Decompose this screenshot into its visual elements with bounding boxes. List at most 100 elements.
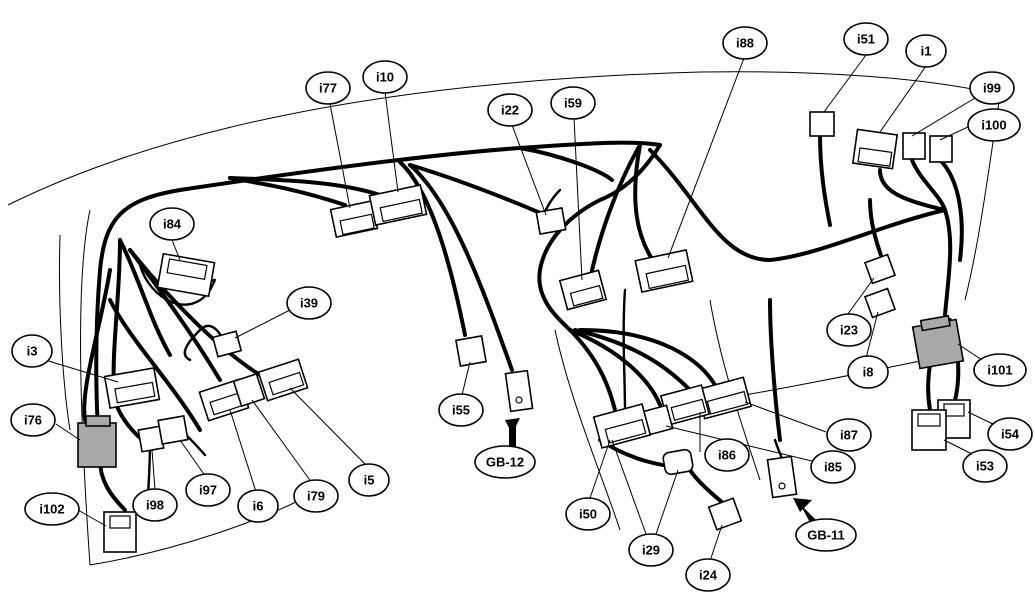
connectors [77,111,971,553]
svg-text:GB-11: GB-11 [807,528,845,543]
harness-main-trunk [82,133,964,512]
connector-i76 [77,415,117,468]
label-i50: i50 [565,497,611,531]
svg-text:i50: i50 [579,507,597,522]
svg-text:GB-12: GB-12 [486,455,524,470]
label-i3: i3 [11,334,53,368]
connector-i51 [809,111,835,137]
label-i23: i23 [826,313,872,347]
label-i10: i10 [362,60,408,94]
connector-i86 [659,384,711,426]
svg-text:i5: i5 [364,473,375,488]
label-bubbles: i77 i10 i22 i59 i88 i51 i1 i99 i100 i84 … [10,22,1033,592]
connector-i1 [851,128,899,170]
label-i77: i77 [305,71,351,105]
svg-text:i100: i100 [981,118,1006,133]
svg-text:i85: i85 [824,460,842,475]
label-i39: i39 [286,286,332,320]
connector-i50 [592,403,652,449]
label-i22: i22 [487,93,533,127]
label-i102: i102 [24,492,80,526]
svg-text:i86: i86 [718,448,736,463]
svg-text:i29: i29 [642,543,660,558]
svg-text:i24: i24 [699,568,718,583]
svg-text:i54: i54 [1001,427,1020,442]
leader-lines [44,54,996,559]
svg-text:i87: i87 [840,428,858,443]
label-i98: i98 [132,488,178,522]
label-i53: i53 [962,449,1008,483]
svg-text:i102: i102 [39,502,64,517]
svg-text:i59: i59 [564,96,582,111]
label-i84: i84 [149,207,195,241]
label-i24: i24 [685,558,731,592]
svg-text:i22: i22 [501,103,519,118]
svg-text:i10: i10 [376,70,394,85]
svg-text:i3: i3 [27,344,38,359]
connector-i97 [157,414,189,446]
svg-text:i55: i55 [452,403,470,418]
connector-i87 [695,376,753,420]
connector-i5 [257,358,309,402]
svg-text:i23: i23 [840,323,858,338]
label-i76: i76 [10,403,56,437]
label-i51: i51 [843,22,889,56]
connector-i88 [634,248,694,294]
svg-text:i101: i101 [987,363,1012,378]
connector-i39 [211,330,243,358]
label-i87: i87 [826,418,872,452]
connector-i59 [558,269,608,311]
svg-text:i6: i6 [253,499,264,514]
svg-text:i1: i1 [921,44,932,59]
label-i100: i100 [967,108,1021,142]
svg-text:i97: i97 [199,483,217,498]
gb12-arrow-icon [505,418,520,446]
label-i88: i88 [722,26,768,60]
connector-i102 [103,511,137,553]
connector-i24 [707,497,743,531]
svg-text:i76: i76 [24,413,42,428]
svg-text:i51: i51 [857,32,875,47]
connector-i53 [911,409,947,451]
svg-text:i79: i79 [307,489,325,504]
label-gb12: GB-12 [474,445,536,479]
svg-text:i99: i99 [983,81,1001,96]
label-i5: i5 [348,463,390,497]
connector-i23 [863,253,897,285]
connector-i84 [156,252,216,298]
svg-text:i84: i84 [163,217,182,232]
label-i29: i29 [628,533,674,567]
label-i101: i101 [973,353,1027,387]
label-i59: i59 [550,86,596,120]
connector-i101 [911,314,965,370]
label-i85: i85 [810,450,856,484]
connector-i79 [232,372,266,408]
svg-text:i53: i53 [976,459,994,474]
ground-terminal-gb11 [766,455,798,499]
svg-text:i8: i8 [863,365,874,380]
connector-i29 [662,448,694,476]
label-i54: i54 [987,417,1033,451]
label-i79: i79 [293,479,339,513]
connector-i10 [368,183,428,227]
connector-i100 [929,135,953,163]
label-i6: i6 [237,489,279,523]
label-i86: i86 [704,438,750,472]
label-i99: i99 [969,71,1015,105]
connector-i8 [863,287,897,319]
svg-text:i88: i88 [736,36,754,51]
label-i97: i97 [185,473,231,507]
connector-i55 [455,335,487,367]
connector-i99 [902,132,926,160]
svg-text:i98: i98 [146,498,164,513]
svg-text:i77: i77 [319,81,337,96]
label-gb11: GB-11 [795,518,857,552]
label-i8: i8 [847,355,889,389]
label-i1: i1 [905,34,947,68]
label-i55: i55 [438,393,484,427]
connector-i22 [535,206,567,236]
ground-terminal-gb12 [504,369,534,413]
connector-i77 [329,199,379,239]
connector-i3 [103,366,161,410]
